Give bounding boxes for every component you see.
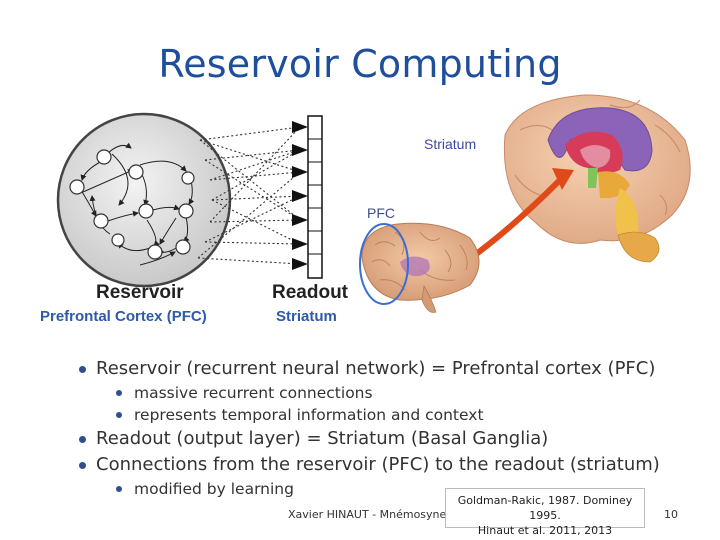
pfc-highlight-ellipse <box>359 223 409 305</box>
reservoir-readout-connections <box>197 126 301 265</box>
bullet-item: Readout (output layer) = Striatum (Basal… <box>76 426 660 452</box>
striatum-caption: Striatum <box>276 308 337 325</box>
bullet-text: massive recurrent connections <box>134 384 373 402</box>
slide-title: Reservoir Computing <box>158 42 562 86</box>
bullet-item: Connections from the reservoir (PFC) to … <box>76 452 660 478</box>
bullet-text: Reservoir (recurrent neural network) = P… <box>96 358 656 379</box>
bullet-item: represents temporal information and cont… <box>76 404 660 426</box>
footer-author: Xavier HINAUT - Mnémosyne <box>288 508 447 521</box>
bullet-text: Readout (output layer) = Striatum (Basal… <box>96 428 549 449</box>
bullet-text: represents temporal information and cont… <box>134 406 484 424</box>
brain-lateral-illustration <box>359 222 480 313</box>
reservoir-circle <box>56 112 232 288</box>
brain-sagittal-illustration <box>503 94 691 263</box>
brain-pfc-label: PFC <box>367 205 395 221</box>
reference-box: Goldman-Rakic, 1987. Dominey 1995. Hinau… <box>445 488 645 537</box>
bullet-dot <box>79 366 86 373</box>
bullet-dot <box>79 462 86 469</box>
reservoir-label: Reservoir <box>96 282 184 303</box>
brain-striatum-label: Striatum <box>424 136 477 152</box>
pfc-caption: Prefrontal Cortex (PFC) <box>40 308 207 325</box>
bullet-text: Connections from the reservoir (PFC) to … <box>96 454 660 475</box>
bullet-item: massive recurrent connections <box>76 382 660 404</box>
bullet-item: Reservoir (recurrent neural network) = P… <box>76 356 660 382</box>
bullet-dot <box>116 390 122 396</box>
bullet-list: Reservoir (recurrent neural network) = P… <box>76 356 660 500</box>
readout-arrowheads <box>292 121 308 270</box>
bullet-text: modified by learning <box>134 480 294 498</box>
reservoir-nodes <box>69 149 195 260</box>
bullet-dot <box>116 486 122 492</box>
bullet-dot <box>79 436 86 443</box>
reference-line: Goldman-Rakic, 1987. Dominey 1995. <box>457 494 633 522</box>
readout-label: Readout <box>272 282 348 303</box>
readout-column <box>307 115 323 279</box>
reference-line: Hinaut et al. 2011, 2013 <box>477 524 613 537</box>
page-number: 10 <box>664 508 678 521</box>
bullet-item: modified by learning <box>76 478 660 500</box>
bullet-dot <box>116 412 122 418</box>
